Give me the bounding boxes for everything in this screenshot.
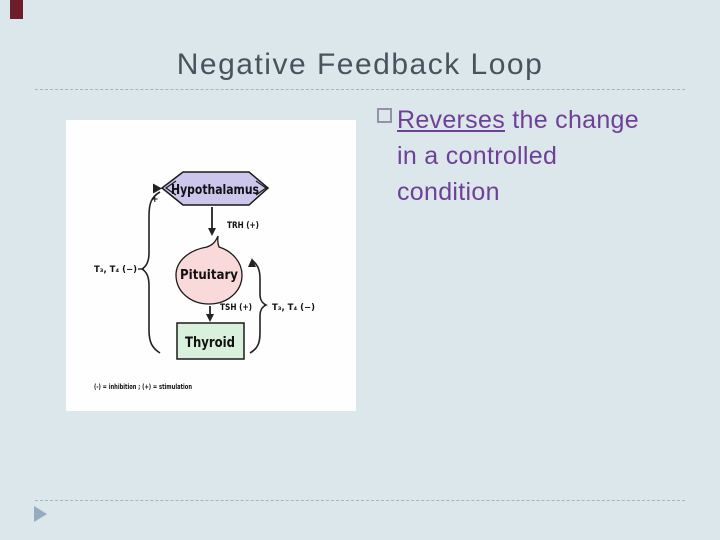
page-title: Negative Feedback Loop — [176, 48, 544, 81]
tsh-arrowhead-icon — [206, 314, 214, 322]
hypothalamus-label: Hypothalamus — [171, 183, 259, 198]
tsh-label: TSH (+) — [220, 303, 252, 313]
square-bullet-icon — [377, 108, 392, 123]
right-feedback-arrowhead-icon — [248, 258, 256, 267]
diagram-legend: (-) = inhibition ; (+) = stimulation — [94, 383, 192, 391]
title-divider — [35, 89, 685, 90]
footer-divider — [35, 500, 685, 501]
feedback-loop-figure: + T₃, T₄ (−) Hypothalamus TRH (+) Pituit… — [66, 120, 356, 411]
feedback-right-label: T₃, T₄ (−) — [272, 303, 315, 313]
bullet-line1-rest: the change — [505, 106, 639, 134]
bullet-underlined-word: Reverses — [397, 106, 505, 134]
bullet-item: Reverses the change in a controlled cond… — [377, 102, 687, 210]
bullet-line3: condition — [397, 178, 500, 206]
pituitary-label: Pituitary — [180, 268, 238, 283]
trh-label: TRH (+) — [227, 221, 259, 231]
plus-mark-label: + — [151, 195, 159, 205]
thyroid-node — [176, 322, 245, 360]
next-slide-arrow-icon[interactable] — [34, 506, 47, 522]
hexagon-left-chevron-icon — [164, 180, 177, 196]
left-feedback-brace — [140, 191, 161, 354]
hypothalamus-node — [160, 171, 270, 206]
thyroid-label: Thyroid — [185, 335, 235, 351]
feedback-loop-diagram: + T₃, T₄ (−) Hypothalamus TRH (+) Pituit… — [94, 171, 315, 391]
accent-bar — [10, 0, 23, 19]
hexagon-right-chevron-icon — [255, 180, 268, 196]
bullet-text: Reverses the change in a controlled cond… — [397, 102, 639, 210]
left-feedback-arrowhead-icon — [153, 183, 162, 194]
bullet-line2: in a controlled — [397, 142, 558, 170]
right-feedback-brace — [249, 259, 268, 354]
feedback-left-label: T₃, T₄ (−) — [94, 265, 137, 275]
pituitary-node — [175, 235, 243, 305]
trh-arrowhead-icon — [208, 228, 216, 236]
